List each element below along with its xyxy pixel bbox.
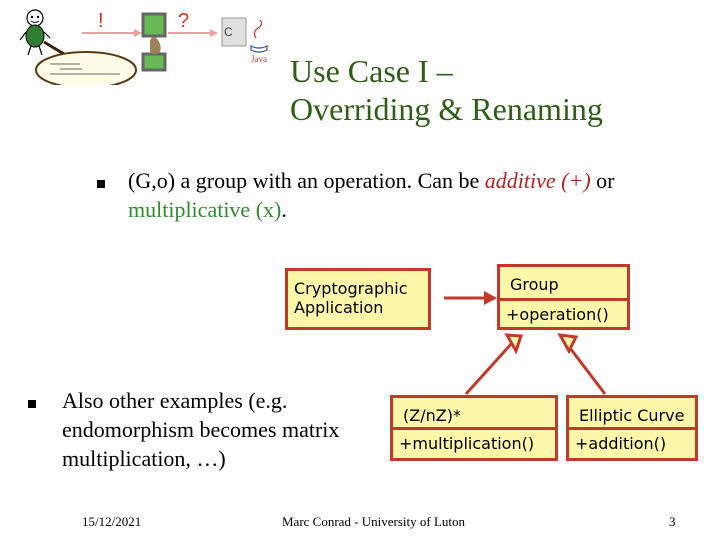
bullet-marker: [28, 400, 36, 408]
bullet-1-text: (G,o) a group with an operation. Can be …: [128, 168, 615, 222]
uml-class-elliptic-curve: Elliptic Curve +addition(): [566, 395, 698, 461]
java-logo-icon: Java: [250, 19, 268, 64]
inheritance-line-ec: [565, 343, 607, 395]
slide-logo-illustration: ! ? C Java: [19, 9, 268, 85]
additive-text: additive: [484, 168, 556, 193]
title-line-2: Overriding & Renaming: [290, 91, 603, 127]
formula-bubble: [35, 51, 137, 85]
uml-class-cryptographic-application: Cryptographic Application: [285, 268, 431, 330]
stick-figure-icon: [19, 9, 51, 56]
inheritance-arrowhead-zn: [504, 333, 524, 355]
svg-text:Java: Java: [251, 54, 267, 64]
exclamation-mark: !: [98, 10, 104, 32]
question-mark: ?: [178, 10, 189, 32]
inheritance-line-zn: [464, 341, 514, 396]
plus-sign-text: (+): [561, 168, 591, 193]
uml-class-zn-group: (Z/nZ)* +multiplication(): [390, 395, 558, 461]
title-line-1: Use Case I –: [290, 53, 453, 89]
multiplicative-text: multiplicative (x): [128, 197, 282, 222]
slide-title: Use Case I – Overriding & Renaming: [290, 52, 690, 128]
figure-silhouette-icon: [150, 37, 161, 54]
bullet-2-text: Also other examples (e.g. endomorphism b…: [62, 388, 340, 471]
bullet-marker: [97, 180, 105, 188]
footer-page-number: 3: [669, 514, 676, 529]
footer-author: Marc Conrad - University of Luton: [282, 514, 466, 529]
uml-class-group: Group +operation(): [497, 264, 630, 330]
footer-date: 15/12/2021: [82, 514, 142, 529]
cpp-book-icon: [221, 17, 247, 47]
inheritance-arrowhead-ec: [557, 333, 579, 355]
association-arrowhead: [484, 291, 497, 305]
svg-text:C: C: [224, 25, 233, 39]
